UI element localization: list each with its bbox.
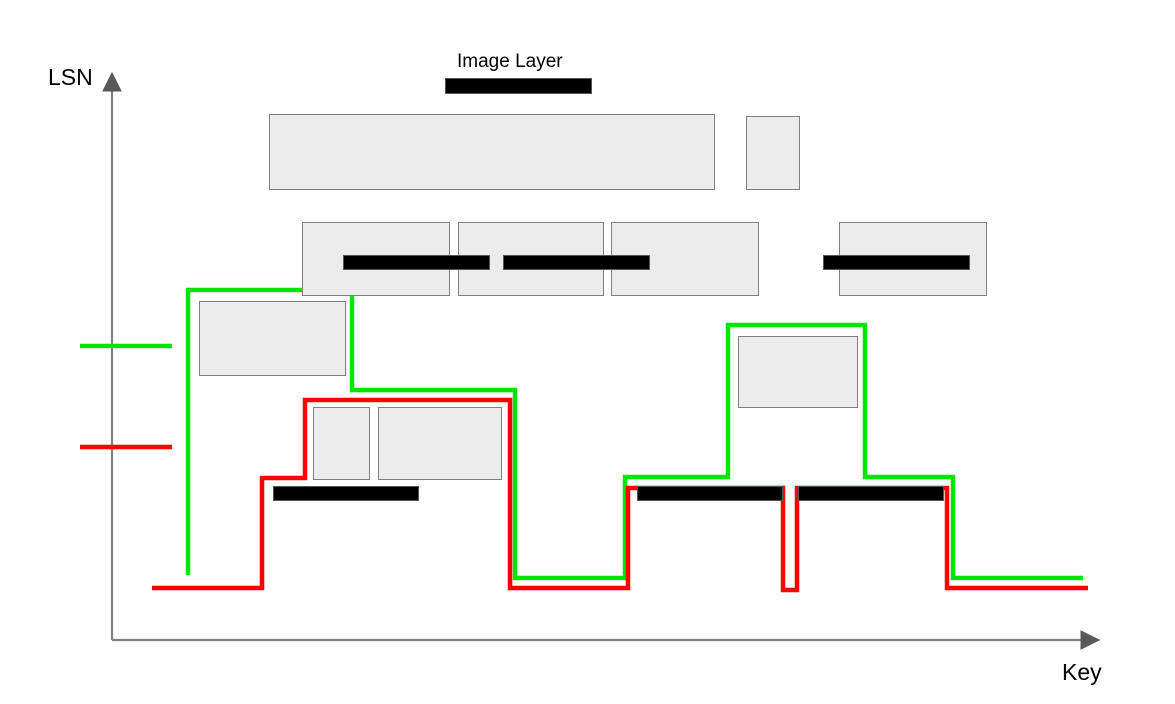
delta-layer-box-small bbox=[746, 116, 800, 190]
image-layer-bar bbox=[445, 78, 592, 94]
delta-bar-red-mid bbox=[637, 486, 783, 501]
x-axis-label: Key bbox=[1062, 659, 1102, 685]
delta-bar-red-left bbox=[273, 486, 419, 501]
delta-bar-row2-far-right bbox=[823, 255, 970, 270]
image-layer-label: Image Layer bbox=[457, 51, 563, 72]
green-curve bbox=[185, 287, 1083, 581]
y-axis-label: LSN bbox=[48, 64, 93, 90]
lsn-tick-group bbox=[80, 343, 172, 450]
delta-bar-row2-right bbox=[503, 255, 650, 270]
delta-bar-row2-left bbox=[343, 255, 490, 270]
layer-box-green-left bbox=[199, 301, 346, 376]
layer-box-red-wide bbox=[378, 407, 502, 480]
layer-box-red-small bbox=[313, 407, 370, 480]
delta-bar-red-right bbox=[798, 486, 944, 501]
delta-layer-box-main bbox=[269, 114, 715, 190]
layer-box-green-right bbox=[738, 336, 858, 408]
